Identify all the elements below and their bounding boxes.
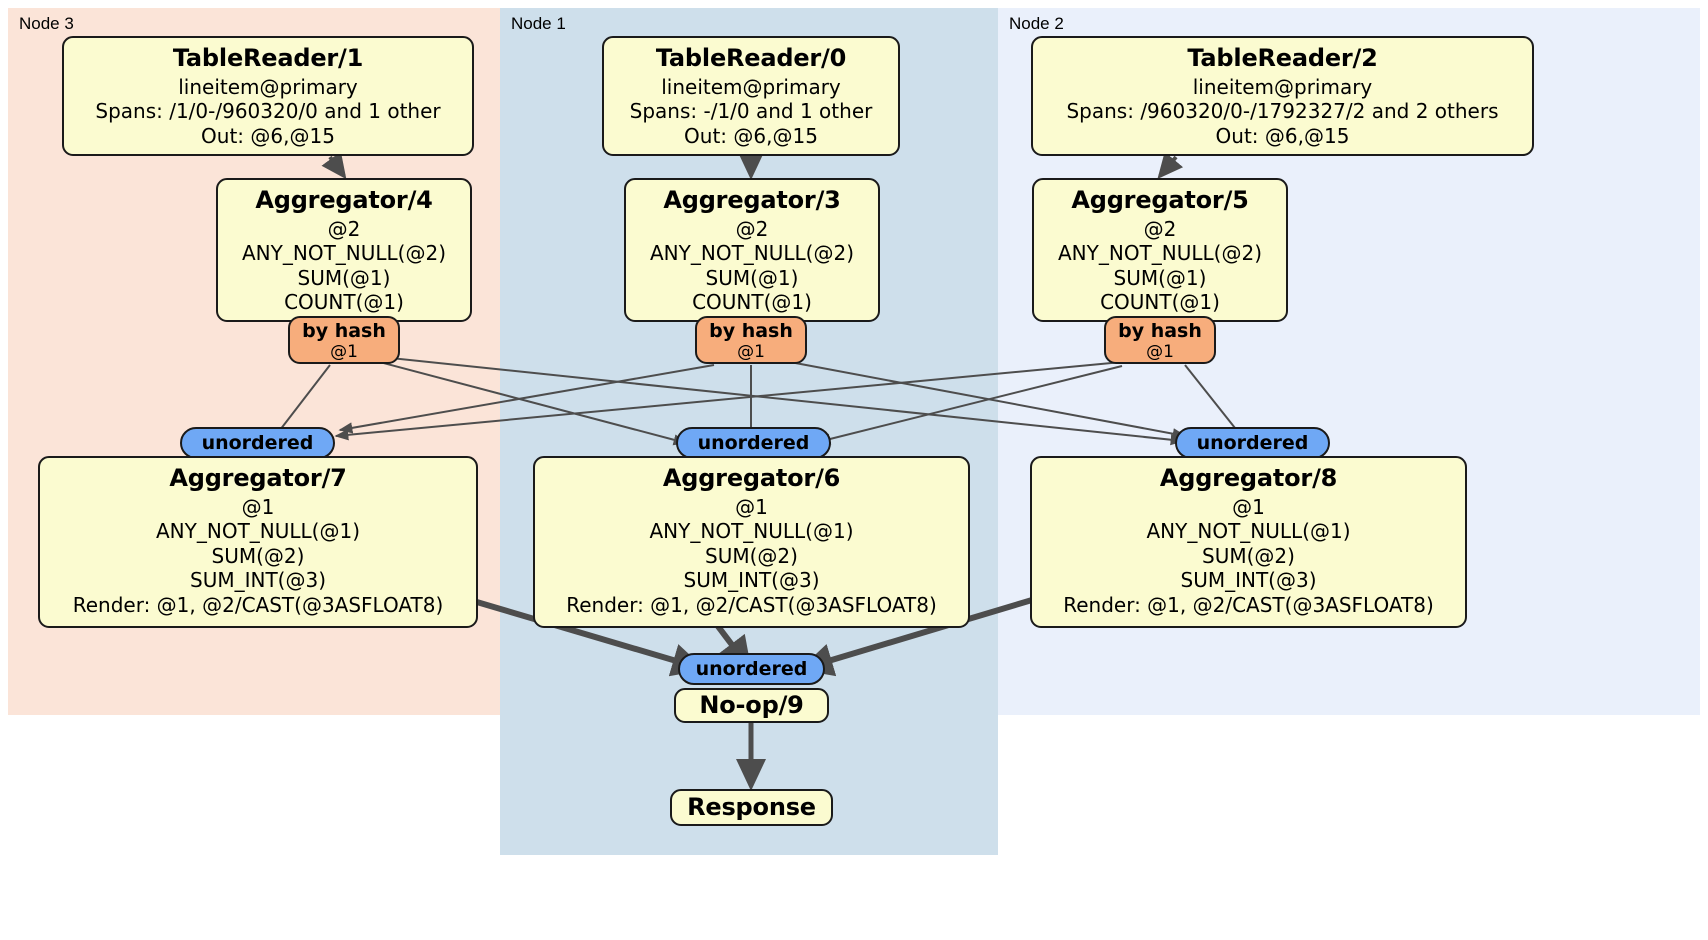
processor-detail-line: Render: @1, @2/CAST(@3ASFLOAT8)	[72, 592, 444, 617]
node-panel-label-node1: Node 1	[511, 14, 566, 33]
processor-response[interactable]: Response	[670, 789, 833, 826]
processor-detail-line: ANY_NOT_NULL(@1)	[649, 519, 854, 544]
router-type-label: by hash	[709, 320, 793, 342]
processor-detail-line: ANY_NOT_NULL(@2)	[650, 241, 854, 266]
processor-detail-line: @2	[735, 216, 769, 241]
processor-detail-line: Out: @6,@15	[201, 123, 335, 148]
router-type-label: unordered	[697, 432, 810, 454]
router-type-label: by hash	[1118, 320, 1202, 342]
processor-aggregator-7[interactable]: Aggregator/7 @1 ANY_NOT_NULL(@1) SUM(@2)…	[38, 456, 478, 628]
processor-tablereader-1[interactable]: TableReader/1 lineitem@primary Spans: /1…	[62, 36, 474, 156]
processor-detail-line: lineitem@primary	[661, 74, 841, 99]
processor-detail-line: SUM(@2)	[705, 543, 798, 568]
processor-detail-line: ANY_NOT_NULL(@1)	[156, 519, 360, 544]
router-unordered-left[interactable]: unordered	[180, 427, 335, 459]
processor-detail-line: lineitem@primary	[1192, 74, 1373, 99]
processor-title: Aggregator/6	[662, 464, 841, 492]
processor-title: Aggregator/8	[1159, 464, 1338, 492]
processor-detail-line: @1	[1232, 494, 1265, 519]
processor-detail-line: SUM(@2)	[211, 543, 305, 568]
processor-title: Aggregator/7	[169, 464, 347, 492]
processor-detail-line: SUM(@1)	[297, 265, 391, 290]
processor-aggregator-5[interactable]: Aggregator/5 @2 ANY_NOT_NULL(@2) SUM(@1)…	[1032, 178, 1288, 322]
processor-detail-line: @1	[241, 494, 275, 519]
processor-detail-line: COUNT(@1)	[692, 290, 812, 315]
router-unordered-right[interactable]: unordered	[1175, 427, 1330, 459]
processor-detail-line: Render: @1, @2/CAST(@3ASFLOAT8)	[566, 592, 937, 617]
processor-noop-9[interactable]: No-op/9	[674, 688, 829, 723]
processor-tablereader-2[interactable]: TableReader/2 lineitem@primary Spans: /9…	[1031, 36, 1534, 156]
processor-detail-line: @2	[1143, 216, 1177, 241]
router-by-hash-center[interactable]: by hash @1	[695, 316, 807, 364]
processor-detail-line: SUM(@1)	[705, 265, 799, 290]
router-unordered-center[interactable]: unordered	[676, 427, 831, 459]
processor-title: Aggregator/4	[255, 186, 433, 214]
processor-aggregator-4[interactable]: Aggregator/4 @2 ANY_NOT_NULL(@2) SUM(@1)…	[216, 178, 472, 322]
processor-title: Aggregator/5	[1071, 186, 1249, 214]
processor-aggregator-8[interactable]: Aggregator/8 @1 ANY_NOT_NULL(@1) SUM(@2)…	[1030, 456, 1467, 628]
processor-detail-line: Spans: -/1/0 and 1 other	[629, 99, 873, 124]
router-by-hash-left[interactable]: by hash @1	[288, 316, 400, 364]
processor-detail-line: ANY_NOT_NULL(@1)	[1146, 519, 1351, 544]
processor-detail-line: Out: @6,@15	[684, 123, 818, 148]
router-type-label: unordered	[695, 658, 808, 680]
processor-detail-line: lineitem@primary	[178, 74, 358, 99]
processor-detail-line: SUM_INT(@3)	[683, 568, 820, 593]
processor-tablereader-0[interactable]: TableReader/0 lineitem@primary Spans: -/…	[602, 36, 900, 156]
processor-detail-line: SUM(@2)	[1202, 543, 1295, 568]
processor-detail-line: @2	[327, 216, 361, 241]
processor-title: No-op/9	[699, 690, 804, 719]
router-by-hash-right[interactable]: by hash @1	[1104, 316, 1216, 364]
node-panel-label-node3: Node 3	[19, 14, 74, 33]
router-column-label: @1	[737, 341, 765, 362]
node-panel-label-node2: Node 2	[1009, 14, 1064, 33]
processor-detail-line: COUNT(@1)	[1100, 290, 1220, 315]
processor-aggregator-3[interactable]: Aggregator/3 @2 ANY_NOT_NULL(@2) SUM(@1)…	[624, 178, 880, 322]
processor-detail-line: COUNT(@1)	[284, 290, 404, 315]
processor-aggregator-6[interactable]: Aggregator/6 @1 ANY_NOT_NULL(@1) SUM(@2)…	[533, 456, 970, 628]
processor-detail-line: SUM_INT(@3)	[1180, 568, 1317, 593]
processor-detail-line: SUM(@1)	[1113, 265, 1207, 290]
router-unordered-final[interactable]: unordered	[678, 653, 825, 685]
processor-detail-line: ANY_NOT_NULL(@2)	[1058, 241, 1262, 266]
processor-detail-line: @1	[735, 494, 768, 519]
processor-title: TableReader/0	[655, 44, 847, 72]
router-type-label: by hash	[302, 320, 386, 342]
processor-title: TableReader/2	[1187, 44, 1378, 72]
processor-detail-line: Spans: /1/0-/960320/0 and 1 other	[95, 99, 441, 124]
processor-title: Aggregator/3	[663, 186, 841, 214]
router-column-label: @1	[330, 341, 358, 362]
router-type-label: unordered	[1196, 432, 1309, 454]
processor-detail-line: ANY_NOT_NULL(@2)	[242, 241, 446, 266]
processor-detail-line: SUM_INT(@3)	[190, 568, 326, 593]
processor-title: Response	[687, 792, 816, 821]
processor-title: TableReader/1	[172, 44, 364, 72]
router-column-label: @1	[1146, 341, 1174, 362]
processor-detail-line: Spans: /960320/0-/1792327/2 and 2 others	[1066, 99, 1499, 124]
processor-detail-line: Out: @6,@15	[1215, 123, 1350, 148]
processor-detail-line: Render: @1, @2/CAST(@3ASFLOAT8)	[1063, 592, 1434, 617]
router-type-label: unordered	[201, 432, 314, 454]
